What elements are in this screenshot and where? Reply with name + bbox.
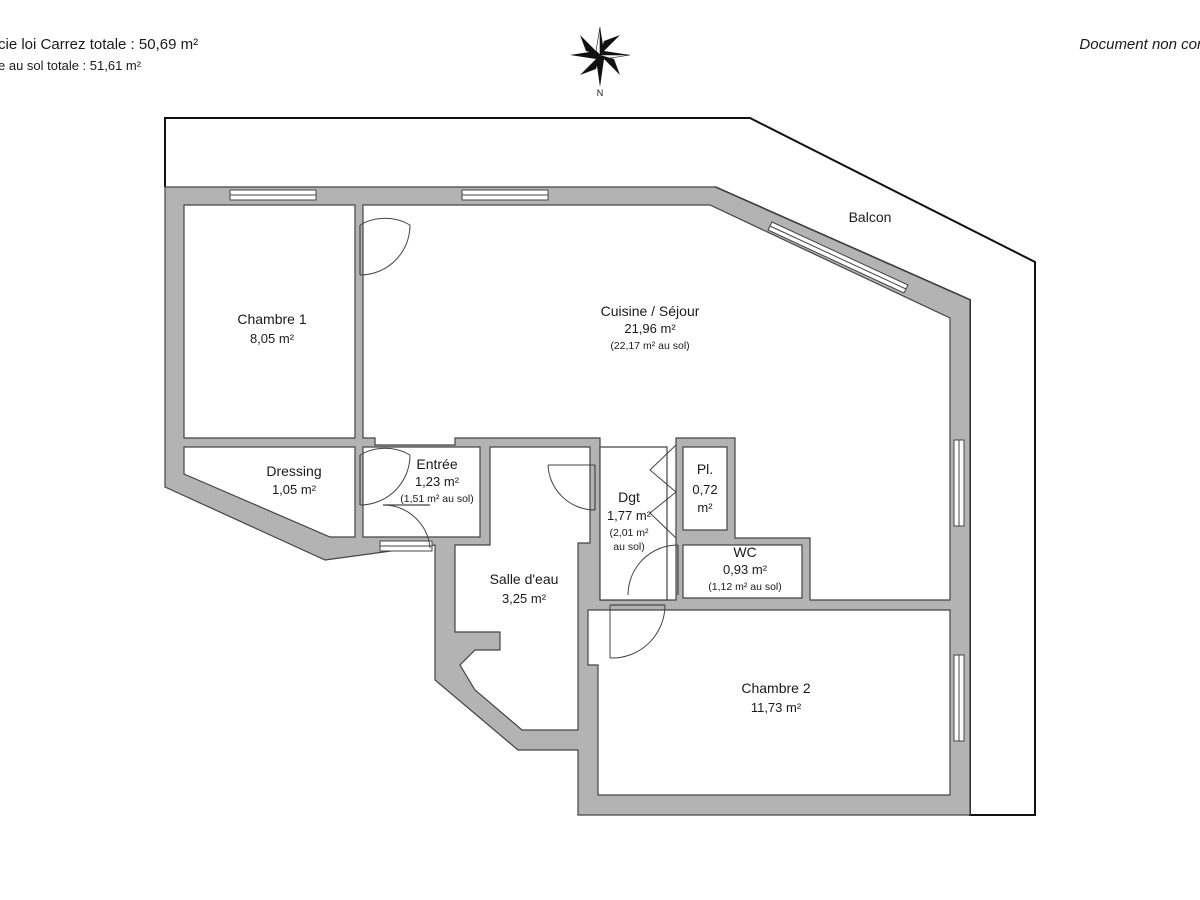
dressing-area: 1,05 m² [272, 482, 317, 497]
wc-name: WC [733, 544, 756, 560]
compass-north-label: N [597, 88, 604, 98]
dgt-name: Dgt [618, 489, 640, 505]
window-sejour-east [953, 439, 965, 527]
cuisine-name: Cuisine / Séjour [601, 303, 700, 319]
placard-name: Pl. [697, 461, 713, 477]
salle-eau-area: 3,25 m² [502, 591, 547, 606]
chambre2-name: Chambre 2 [741, 680, 810, 696]
compass-icon [570, 26, 631, 87]
window-entree [379, 540, 433, 552]
wc-area: 0,93 m² [723, 562, 768, 577]
floor-total-area: e au sol totale : 51,61 m² [0, 58, 142, 73]
room-entree [362, 446, 481, 538]
door-chambre1[interactable] [359, 217, 411, 276]
door-dressing[interactable] [359, 447, 411, 506]
entree-name: Entrée [416, 456, 457, 472]
chambre1-area: 8,05 m² [250, 331, 295, 346]
balcony-label: Balcon [849, 209, 892, 225]
door-entree[interactable] [382, 504, 431, 549]
room-cuisine-sejour [362, 204, 951, 601]
dressing-name: Dressing [266, 463, 321, 479]
room-dgt [599, 446, 668, 601]
carrez-total-area: cie loi Carrez totale : 50,69 m² [0, 36, 199, 53]
window-sejour-diagonal [767, 221, 909, 294]
chambre2-area: 11,73 m² [751, 700, 802, 715]
window-chambre1 [229, 189, 317, 201]
entree-area: 1,23 m² [415, 474, 460, 489]
dgt-floor-area-2: au sol) [613, 541, 645, 553]
dgt-area: 1,77 m² [607, 508, 652, 523]
placard-area-2: m² [697, 500, 713, 515]
room-placard [682, 446, 728, 531]
placard-area-1: 0,72 [692, 482, 717, 497]
room-salle-eau [454, 446, 591, 731]
room-chambre1 [183, 204, 356, 439]
window-chambre2-east [953, 654, 965, 742]
cuisine-floor-area: (22,17 m² au sol) [610, 340, 689, 352]
door-chambre2[interactable] [609, 604, 666, 659]
door-placard[interactable] [649, 444, 677, 539]
window-sejour [461, 189, 549, 201]
dgt-floor-area-1: (2,01 m² [609, 527, 649, 539]
room-dressing [183, 446, 356, 538]
door-salle-eau[interactable] [547, 464, 596, 511]
room-wc [682, 544, 803, 599]
entree-floor-area: (1,51 m² au sol) [400, 493, 474, 505]
chambre1-name: Chambre 1 [237, 311, 306, 327]
salle-eau-name: Salle d'eau [490, 571, 559, 587]
wc-floor-area: (1,12 m² au sol) [708, 581, 782, 593]
door-wc[interactable] [627, 544, 679, 596]
room-chambre2 [587, 609, 951, 796]
disclaimer-text: Document non cor [1079, 36, 1200, 53]
cuisine-area: 21,96 m² [624, 321, 676, 336]
